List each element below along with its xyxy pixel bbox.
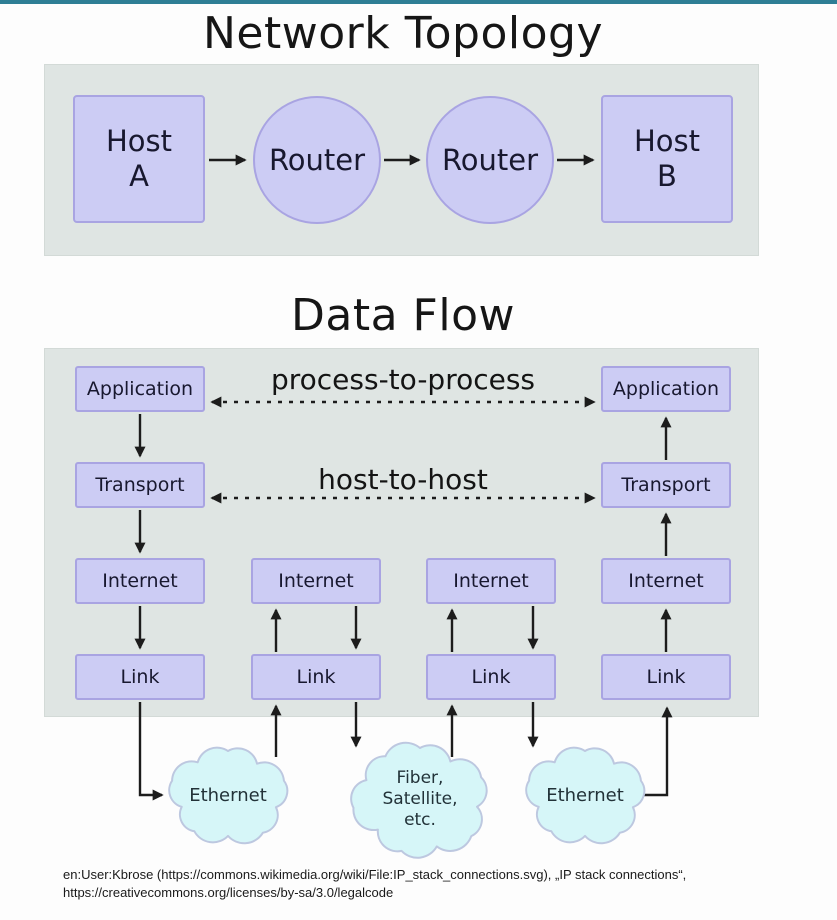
router1-link-box: Link (251, 654, 381, 700)
router2-internet-box: Internet (426, 558, 556, 604)
left-internet-box: Internet (75, 558, 205, 604)
host-a-node: Host A (73, 95, 205, 223)
right-link-box: Link (601, 654, 731, 700)
router-left-node: Router (253, 96, 381, 224)
host-to-host-label: host-to-host (318, 463, 488, 496)
cloud-label-ethernet-left: Ethernet (189, 785, 267, 806)
attribution-line-1: en:User:Kbrose (https://commons.wikimedi… (63, 867, 687, 882)
cloud-label-fiber-satellite: Fiber, Satellite, etc. (382, 768, 458, 830)
left-transport-box: Transport (75, 462, 205, 508)
attribution-text: en:User:Kbrose (https://commons.wikimedi… (63, 866, 783, 902)
router-right-node: Router (426, 96, 554, 224)
right-transport-box: Transport (601, 462, 731, 508)
top-accent-bar (0, 0, 837, 4)
router1-internet-box: Internet (251, 558, 381, 604)
left-application-box: Application (75, 366, 205, 412)
process-to-process-label: process-to-process (270, 363, 536, 396)
data-flow-title: Data Flow (291, 290, 515, 341)
attribution-line-2: https://creativecommons.org/licenses/by-… (63, 885, 394, 900)
right-internet-box: Internet (601, 558, 731, 604)
left-link-box: Link (75, 654, 205, 700)
host-b-node: Host B (601, 95, 733, 223)
cloud-label-ethernet-right: Ethernet (546, 785, 624, 806)
network-topology-title: Network Topology (203, 8, 603, 59)
router2-link-box: Link (426, 654, 556, 700)
right-application-box: Application (601, 366, 731, 412)
